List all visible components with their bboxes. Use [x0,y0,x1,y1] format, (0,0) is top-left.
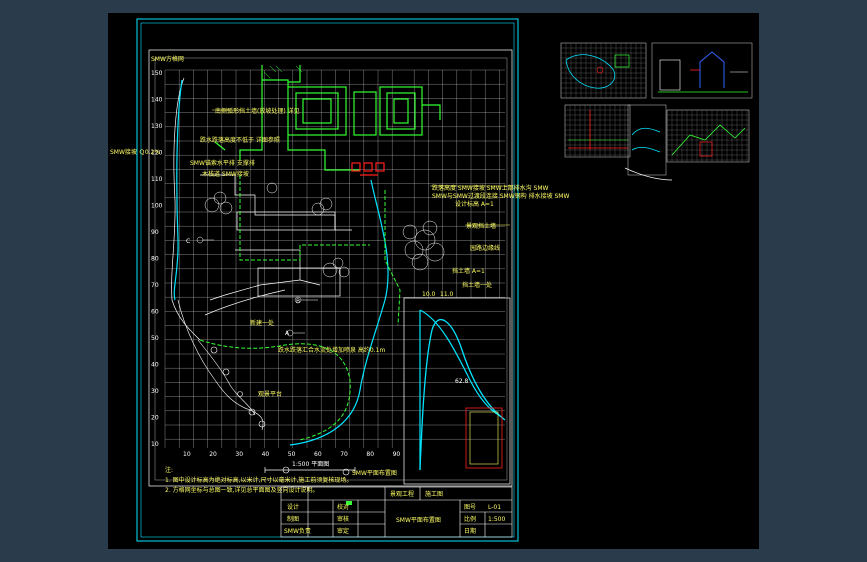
y-tick-label: 50 [151,335,159,342]
note-6: SMW与SMW过渡段连接 SMW钢构 排水接坡 SMW [432,192,569,200]
sheet-outer-frame [136,18,519,542]
rock-edge [177,299,266,431]
scale-bar: 1:500 平面图 SMW平面布置图 [264,461,397,477]
y-tick-label: 40 [151,362,159,369]
left-edge-note: SMW接坡 Ｑ0.2% [110,148,160,156]
y-tick-label: 30 [151,388,159,395]
marker-b: B [296,298,300,305]
thumbnail-detail-mid [624,104,673,181]
tb-row2-c2: 审核 [337,515,349,523]
tb-row1-c2: 校对 [337,503,349,511]
title-block-mark [346,501,352,505]
x-tick-label: 80 [366,451,374,458]
red-markers [351,162,385,176]
x-axis-ticks: 10 20 30 40 50 60 70 80 90 [183,451,400,458]
y-tick-label: 110 [151,176,163,183]
note-5: 跌落高度 SMW接坡 SMW上部排水沟 SMW [432,184,549,192]
thumbnail-detail-left [564,104,631,158]
plan-border [148,49,513,487]
x-tick-label: 30 [235,451,243,458]
x-tick-label: 50 [288,451,296,458]
tb-phase: 施工图 [425,490,443,498]
y-tick-label: 20 [151,415,159,422]
inset-label-3: 62.8 [455,378,469,385]
y-tick-label: 80 [151,256,159,263]
note-8: 景观挡土墙 [466,222,496,230]
tb-row3-c1: SMW负责 [284,527,311,535]
note-11: 跌水跌落汇合水流处增加喷泉 高约0.1m [278,346,385,354]
cad-drawing: 150 140 130 120 110 100 90 80 70 60 50 40 30 20 10 10 2… [110,18,753,542]
x-tick-label: 20 [209,451,217,458]
y-tick-label: 10 [151,441,159,448]
green-path [199,175,401,441]
building-hatch [263,65,303,79]
y-tick-label: 150 [151,70,163,77]
tb-scale-value: 1:500 [488,516,505,523]
legend-label: SMW平面布置图 [352,469,397,477]
tb-drawing-title: SMW平面布置图 [396,516,441,524]
note-14: 园路边缘线 [470,244,500,252]
coordinate-grid [164,69,505,448]
note-9: 挡土墙 A=1 [452,267,485,275]
thumbnail-section [651,42,753,99]
y-tick-label: 100 [151,203,163,210]
note-13: 挡土墙一处 [462,281,492,289]
tb-row2-c1: 制图 [287,515,299,523]
tb-row1-c1: 设计 [287,503,299,511]
tb-project: 景观工程 [390,490,414,498]
note-7: 设计标高 A=1 [455,200,494,208]
y-tick-label: 90 [151,229,159,236]
plan-inner-border [154,57,508,481]
building-cluster [214,65,441,171]
tree-cluster [204,182,445,278]
marker-a: A [285,330,290,337]
x-tick-label: 70 [340,451,348,458]
note-3: SMW锚索水平排 支撑排 [190,159,255,167]
footer-note-0: 注: [165,466,173,474]
x-tick-label: 60 [314,451,322,458]
tb-date-label: 日期 [464,527,476,535]
tb-sheet-label: 图号 [464,504,476,511]
thumbnail-plan [560,42,647,99]
tb-number: L-01 [488,504,501,511]
tb-row3-c2: 审定 [337,527,349,535]
title-block-text: 设计 校对 制图 审核 SMW负责 审定 景观工程 SMW平面布置图 施工图 图… [284,490,505,535]
scale-label: 1:500 平面图 [292,461,329,468]
inset-label-2: 11.0 [440,291,454,298]
footer-note-1: 1. 图中设计标高为绝对标高,以米计,尺寸以毫米计,施工前须复核现场。 [165,476,352,484]
note-1: 南侧弧形挡土墙(放坡处理) 详见 [215,107,300,115]
tb-scale-label: 比例 [464,515,476,523]
plan-title: SMW方格网 [151,55,184,63]
footer-note-2: 2. 方格网坐标与总图一致,详见总平面图及竖向设计说明。 [165,486,319,494]
cad-viewport[interactable]: 150 140 130 120 110 100 90 80 70 60 50 40 30 20 10 10 2… [108,13,759,549]
y-tick-label: 60 [151,309,159,316]
marker-c: C [186,238,190,245]
x-tick-label: 40 [262,451,270,458]
title-block [280,486,513,538]
inset-panel: 10.0 11.0 62.8 [403,291,511,485]
note-10: 新建一处 [250,319,274,327]
x-tick-label: 90 [393,451,401,458]
x-tick-label: 10 [183,451,191,458]
thumbnail-detail-right [666,109,750,163]
annotations: 南侧弧形挡土墙(放坡处理) 详见 跌水跌落高度不低于 详图参照 SMW锚索水平排… [186,107,569,398]
footer-notes: 注: 1. 图中设计标高为绝对标高,以米计,尺寸以毫米计,施工前须复核现场。 2… [165,466,352,494]
y-tick-label: 70 [151,282,159,289]
y-tick-label: 140 [151,97,163,104]
note-12: 观景平台 [258,390,282,398]
y-tick-label: 130 [151,123,163,130]
sheet-inner-frame [140,22,515,538]
inset-label-1: 10.0 [422,291,436,298]
y-tick-label: 120 [151,150,163,157]
terrain-outline [171,77,352,341]
note-4: 木栈道 SMW接坡 [202,170,249,178]
y-axis-ticks: 150 140 130 120 110 100 90 80 70 60 50 40 30 20 10 [151,70,163,448]
note-2: 跌水跌落高度不低于 详图参照 [200,136,280,144]
